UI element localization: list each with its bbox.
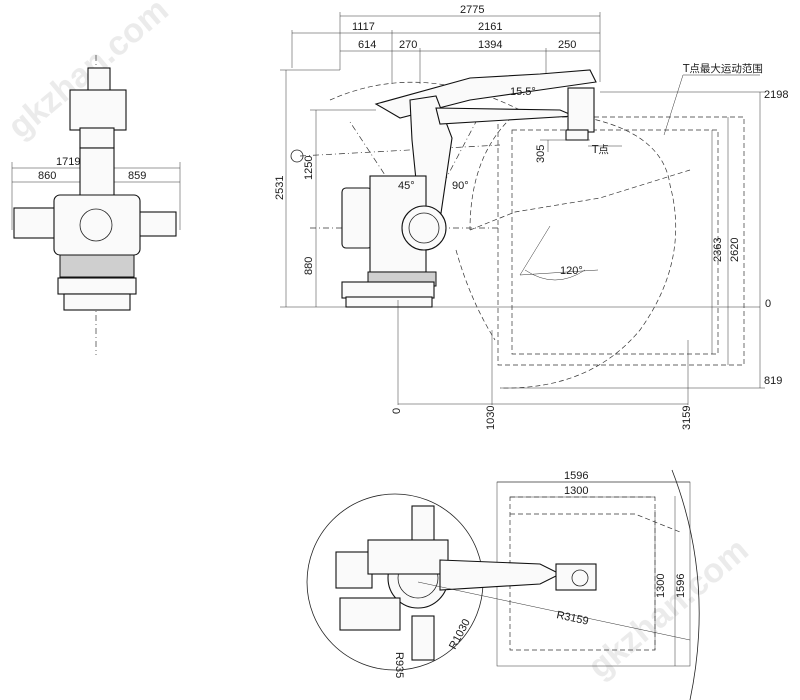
watermark-right: gkzhan.com: [581, 531, 756, 686]
top-radius-935: R935: [393, 652, 405, 678]
front-base-body: [53, 194, 141, 256]
side-dim-250: 250: [558, 39, 576, 51]
side-angle-120-arc: [524, 269, 586, 281]
side-angle-line-45: [349, 121, 421, 229]
side-dim-1117: 1117: [352, 21, 375, 33]
top-view: 1596 1300 1300 1596 R3159 R1030 R935: [306, 469, 700, 700]
top-height-1300: 1300: [655, 574, 667, 598]
side-dim-2620: 2620: [729, 238, 741, 262]
side-envelope-outer: [499, 109, 677, 389]
top-base-plate: [339, 597, 401, 631]
side-height-2531: 2531: [274, 176, 286, 200]
front-width-left: 860: [38, 170, 56, 182]
side-dim-2161: 2161: [478, 21, 502, 33]
front-elbow: [79, 127, 115, 149]
side-flange: [565, 129, 589, 141]
front-right-motor: [135, 211, 177, 237]
side-main-joint: [401, 205, 447, 251]
top-arc-outer: [671, 469, 700, 700]
side-base-foot: [345, 296, 433, 308]
side-dim-2775: 2775: [460, 4, 484, 16]
side-envelope-mid: [469, 169, 691, 231]
side-angle-120-lines: [519, 225, 599, 276]
side-angle-15-5: 15.5°: [510, 86, 536, 98]
front-width-right: 859: [128, 170, 146, 182]
side-envelope-inner: [455, 249, 496, 341]
side-range-leader: [663, 74, 684, 136]
front-view: 1719 860 859: [11, 55, 181, 355]
top-radius-1030: R1030: [447, 617, 473, 651]
side-dim-270: 270: [399, 39, 417, 51]
side-bottom-3159: 3159: [681, 406, 693, 430]
top-motor-lower: [411, 615, 435, 661]
side-height-1250: 1250: [303, 156, 315, 180]
top-arm: [439, 559, 562, 591]
side-envelope-top: [329, 81, 521, 231]
side-range-label: T点最大运动范围: [682, 62, 763, 75]
side-reach-line: [299, 144, 501, 157]
side-bottom-1030: 1030: [485, 406, 497, 430]
front-left-motor: [13, 207, 57, 239]
top-wrist: [555, 563, 597, 591]
side-dim-614: 614: [358, 39, 376, 51]
side-angle-45: 45°: [398, 180, 415, 192]
side-main-joint-inner: [408, 212, 440, 244]
front-width-total: 1719: [56, 156, 80, 168]
top-envelope-inner: [509, 496, 656, 651]
top-radius-3159: R3159: [555, 609, 589, 627]
side-t-drop-305: 305: [535, 145, 547, 163]
side-dim-2363: 2363: [712, 238, 724, 262]
side-dim-1394: 1394: [478, 39, 502, 51]
side-dim-2198: 2198: [764, 89, 788, 101]
front-base: [57, 277, 137, 295]
side-bottom-0: 0: [391, 408, 403, 414]
side-base: [341, 281, 435, 299]
side-angle-120: 120°: [560, 265, 583, 277]
top-width-1596: 1596: [564, 470, 588, 482]
top-height-1596: 1596: [675, 574, 687, 598]
side-reach-point: [290, 149, 304, 163]
side-wrist: [567, 87, 595, 133]
front-joint: [79, 208, 113, 242]
side-link-rod: [435, 107, 575, 125]
top-wrist-flange: [571, 569, 589, 587]
front-turntable: [59, 254, 135, 278]
side-envelope-box-inner: [511, 129, 719, 355]
top-counterweight: [335, 551, 373, 589]
side-height-880: 880: [303, 257, 315, 275]
side-angle-90: 90°: [452, 180, 469, 192]
top-envelope-line: [510, 513, 681, 533]
top-body: [367, 539, 449, 575]
side-t-point-label: T点: [591, 144, 609, 156]
side-dim-zero: 0: [765, 298, 771, 310]
front-foot: [63, 293, 131, 311]
top-radius-line: [417, 581, 691, 641]
side-counterweight: [341, 187, 373, 249]
top-width-1300: 1300: [564, 485, 588, 497]
front-upper-arm: [69, 89, 127, 131]
side-dim-819: 819: [764, 375, 782, 387]
side-view: 2775 1117 2161 614 270 1394 250 2531 125…: [274, 4, 788, 430]
side-envelope-box-outer: [497, 116, 745, 366]
